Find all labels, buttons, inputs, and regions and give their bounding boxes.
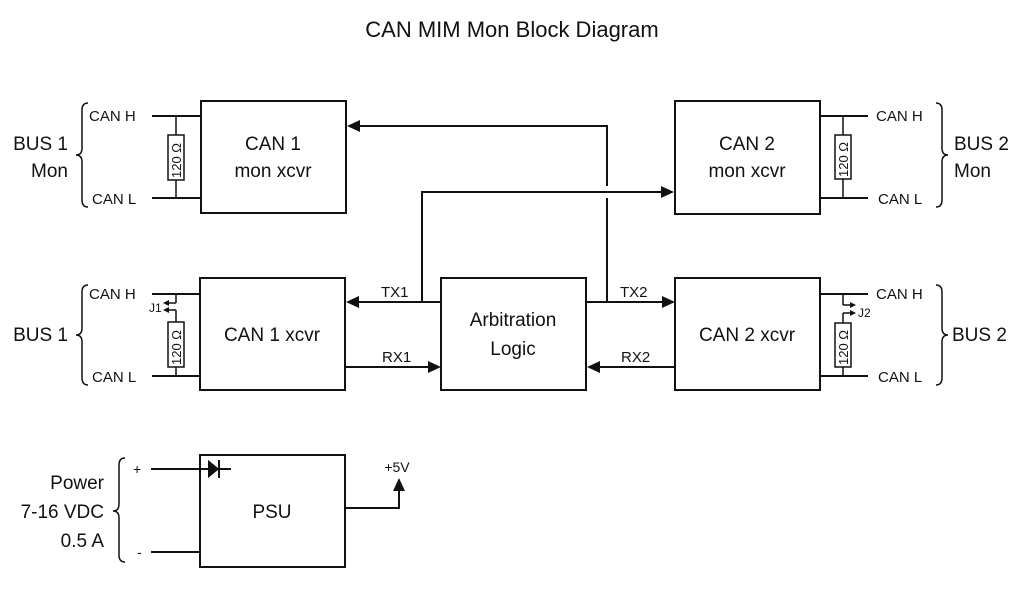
- can1-mon-label-line2: mon xcvr: [234, 161, 312, 182]
- bus2-mon-group: 120 Ω CAN H CAN L BUS 2 Mon: [820, 102, 1009, 208]
- psu-output-label: +5V: [384, 459, 410, 475]
- j2-pin-2-arrow: [850, 310, 856, 316]
- can1-xcvr-label: CAN 1 xcvr: [224, 325, 321, 346]
- bus2-can-l-label: CAN L: [878, 369, 922, 386]
- bus1-group: BUS 1 CAN H CAN L J1 120 Ω: [13, 284, 200, 386]
- tx2-label: TX2: [620, 284, 648, 301]
- bus2-brace: [935, 284, 949, 386]
- power-brace: [112, 457, 126, 563]
- can1-xcvr-block: CAN 1 xcvr: [199, 277, 346, 391]
- power-group: Power 7-16 VDC 0.5 A + -: [21, 457, 231, 563]
- bus1-mon-resistor: [167, 134, 185, 181]
- bus1-mon-resistor-label: 120 Ω: [169, 143, 184, 178]
- j2-pin-1-arrow: [850, 302, 856, 308]
- j1-label: J1: [149, 301, 162, 315]
- bus1-mon-group: BUS 1 Mon CAN H CAN L 120 Ω: [13, 102, 201, 208]
- psu-label: PSU: [252, 502, 291, 523]
- arbitration-logic-block: Arbitration Logic: [440, 277, 587, 391]
- psu-output-arrow: [393, 478, 405, 491]
- can1-mon-input-arrow: [347, 120, 360, 132]
- bus1-can-l-label: CAN L: [92, 369, 136, 386]
- bus2-mon-label-line2: Mon: [954, 161, 991, 182]
- bus2-mon-resistor: [834, 134, 852, 180]
- tx1-to-can2-mon-wire: [421, 191, 662, 302]
- can1-mon-xcvr-block: CAN 1 mon xcvr: [200, 100, 347, 214]
- diagram-title: CAN MIM Mon Block Diagram: [365, 17, 658, 42]
- can2-mon-xcvr-block: CAN 2 mon xcvr: [674, 100, 821, 215]
- can2-mon-label-line1: CAN 2: [719, 134, 775, 155]
- arbitration-label-line1: Arbitration: [470, 310, 557, 331]
- rx1-label: RX1: [382, 349, 411, 366]
- can1-mon-label-line1: CAN 1: [245, 134, 301, 155]
- j2-label: J2: [858, 306, 871, 320]
- bus1-mon-label-line2: Mon: [31, 161, 68, 182]
- arbitration-label-line2: Logic: [490, 339, 535, 360]
- bus2-can-h-label: CAN H: [876, 286, 923, 303]
- bus2-mon-label-line1: BUS 2: [954, 134, 1009, 155]
- bus1-mon-label-line1: BUS 1: [13, 134, 68, 155]
- psu-output-wire: [345, 490, 400, 509]
- j1-pin-2-arrow: [163, 307, 169, 313]
- rx2-arrow: [587, 361, 600, 373]
- tx1-label: TX1: [381, 284, 409, 301]
- diode-icon-overlay: [208, 460, 219, 478]
- bus2-label: BUS 2: [952, 325, 1007, 346]
- power-minus-label: -: [137, 544, 142, 560]
- bus2-mon-resistor-label: 120 Ω: [836, 142, 851, 177]
- j1-pin-1-arrow: [163, 300, 169, 306]
- bus1-brace: [75, 284, 89, 386]
- rx1-arrow: [428, 361, 441, 373]
- power-plus-label: +: [133, 461, 141, 477]
- bus2-mon-can-l-label: CAN L: [878, 191, 922, 208]
- bus2-group: J2 120 Ω CAN H CAN L BUS 2: [820, 284, 1007, 386]
- power-label-line2: 7-16 VDC: [21, 502, 104, 523]
- tx1-arrow: [346, 296, 359, 308]
- bus2-resistor-label: 120 Ω: [836, 330, 851, 365]
- bus2-mon-can-h-label: CAN H: [876, 108, 923, 125]
- can2-mon-label-line2: mon xcvr: [708, 161, 786, 182]
- can2-xcvr-label: CAN 2 xcvr: [699, 325, 796, 346]
- bus1-label: BUS 1: [13, 325, 68, 346]
- bus1-mon-brace: [75, 102, 89, 208]
- bus1-mon-can-h-label: CAN H: [89, 108, 136, 125]
- bus1-mon-can-l-label: CAN L: [92, 191, 136, 208]
- bus1-resistor-label: 120 Ω: [169, 330, 184, 365]
- bus1-can-h-label: CAN H: [89, 286, 136, 303]
- power-label-line3: 0.5 A: [61, 531, 105, 552]
- can2-xcvr-block: CAN 2 xcvr: [674, 277, 821, 391]
- bus2-mon-brace: [935, 102, 949, 208]
- tx2-to-can1-mon-wire-upper: [358, 125, 608, 186]
- can2-mon-input-arrow: [661, 186, 674, 198]
- rx2-label: RX2: [621, 349, 650, 366]
- psu-block: PSU: [199, 454, 346, 568]
- power-label-line1: Power: [50, 473, 105, 494]
- tx2-arrow: [662, 296, 675, 308]
